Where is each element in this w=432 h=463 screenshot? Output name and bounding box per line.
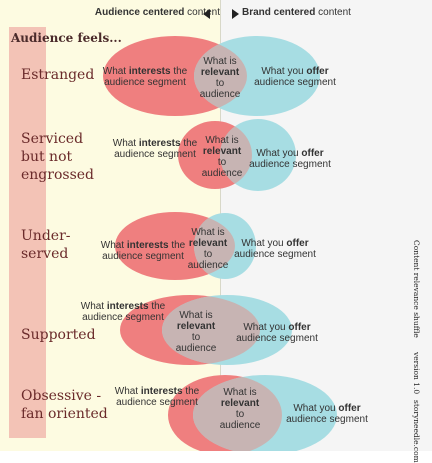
venn-row-obsessive [168,375,337,451]
overlap-region [194,213,235,279]
row-label-estranged: Estranged [21,67,95,83]
overlap-region [220,121,252,189]
row-label-serviced: Serviced but not engrossed [21,131,95,183]
row-label-obsessive: Obsessive - fan oriented [21,388,108,422]
right-arrow-icon [232,9,239,19]
venn-diagrams [103,36,337,451]
side-note-title: Content relevance shuffle [412,240,421,338]
audience-feels-title: Audience feels... [11,31,122,45]
side-note-site: storyneedle.com [412,400,421,463]
venn-row-serviced [178,119,296,191]
side-note-version: version 1.0 [412,352,421,395]
brand-centered-header: Brand centered content [242,7,351,18]
overlap-region [193,375,282,451]
side-note: Content relevance shuffle version 1.0 st… [412,240,432,463]
left-arrow-icon [203,9,210,19]
venn-row-underserved [115,212,256,280]
overlap-region [194,36,247,116]
venn-row-estranged [103,36,320,116]
venn-row-supported [120,295,292,365]
audience-feels-band [9,27,46,438]
row-label-underserved: Under- served [21,228,71,262]
row-label-supported: Supported [21,327,96,343]
